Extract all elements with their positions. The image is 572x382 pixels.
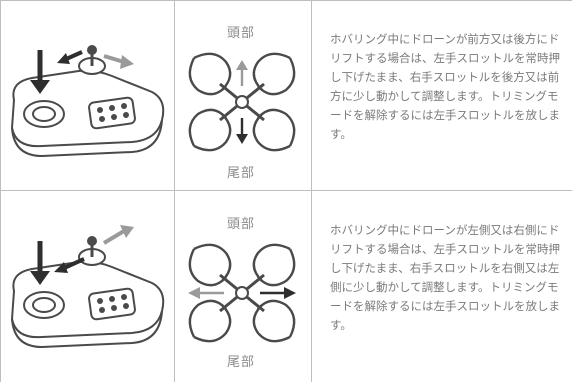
- table-col-divider-1: [174, 0, 175, 382]
- table-border-top: [0, 0, 572, 1]
- drone-front-label: 頭部: [226, 217, 255, 232]
- drone-top-view-roll: [180, 235, 304, 351]
- table-col-divider-2: [311, 0, 312, 382]
- drone-rear-label: 尾部: [226, 355, 255, 370]
- row-description: ホバリング中にドローンが左側又は右側にドリフトする場合は、左手スロットルを常時押…: [330, 223, 560, 332]
- drone-front-label: 頭部: [226, 26, 255, 41]
- drone-top-view-pitch: [180, 44, 304, 160]
- row-description: ホバリング中にドローンが前方又は後方にドリフトする場合は、左手スロットルを常時押…: [330, 32, 560, 141]
- controller-illustration: [2, 213, 172, 353]
- drone-rear-label: 尾部: [226, 166, 255, 181]
- table-row-left-right: 頭部 尾部: [0, 191, 572, 382]
- table-row-forward-backward: 頭部 尾部: [0, 0, 572, 190]
- table-row-divider: [0, 190, 572, 191]
- table-border-left: [0, 0, 1, 382]
- controller-illustration: [2, 22, 172, 162]
